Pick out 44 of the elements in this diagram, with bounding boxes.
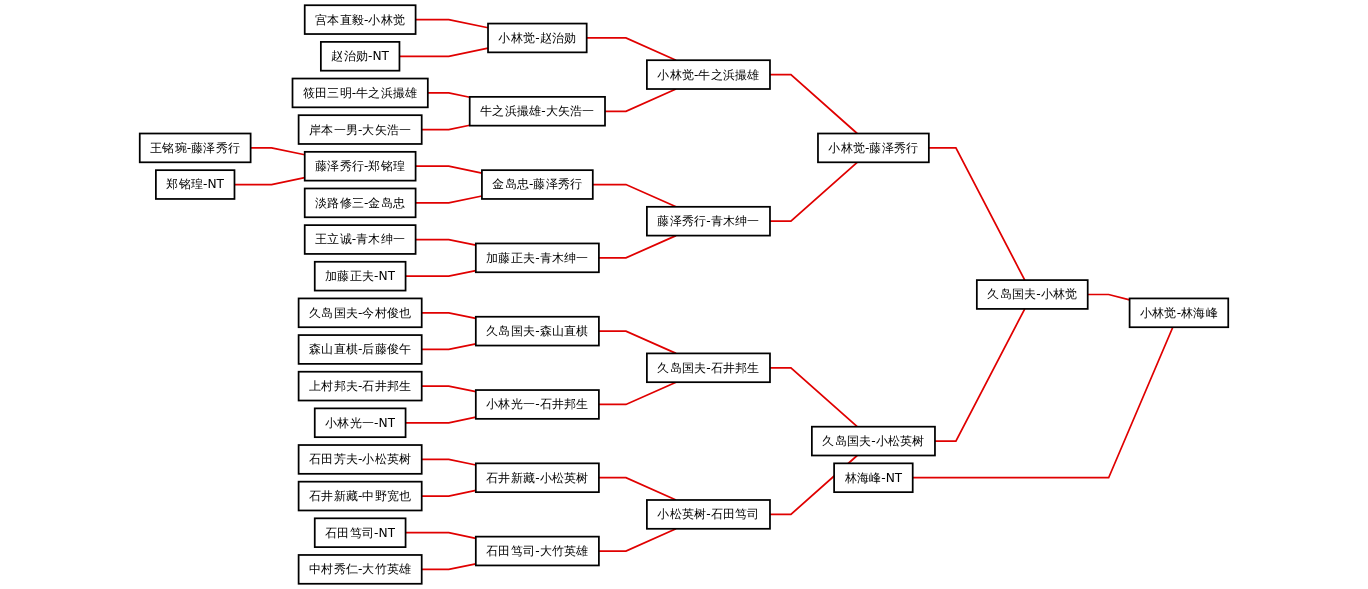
node-box: 石井新藏-小松英树 [474, 462, 600, 493]
node-box: 加藤正夫-青木绅一 [474, 242, 600, 274]
node-box: 郑铭瑝-NT [155, 169, 236, 200]
node-box: 岸本一男-大矢浩一 [297, 114, 423, 145]
node-box: 加藤正夫-NT [313, 260, 407, 292]
node-box: 筱田三明-牛之浜撮雄 [291, 77, 429, 109]
node-box: 小林光一-石井邦生 [474, 389, 600, 420]
node-box: 小松英树-石田笃司 [646, 499, 771, 530]
node-box: 石田芳夫-小松英树 [297, 444, 423, 475]
node-box: 中村秀仁-大竹英雄 [297, 554, 423, 585]
node-box: 久岛国夫-石井邦生 [646, 352, 771, 384]
connector [934, 308, 1026, 442]
node-box: 小林觉-林海峰 [1128, 297, 1230, 329]
node-box: 淡路修三-金岛忠 [303, 187, 417, 219]
node-box: 小林觉-藤泽秀行 [817, 132, 930, 164]
node-box: 藤泽秀行-郑铭瑝 [303, 150, 417, 182]
node-box: 小林觉-赵治勋 [487, 22, 588, 54]
connector [598, 330, 677, 355]
node-box: 宫本直毅-小林觉 [303, 4, 417, 35]
node-box: 久岛国夫-小林觉 [975, 279, 1089, 310]
connector [769, 73, 859, 135]
node-box: 石田笃司-NT [313, 517, 407, 548]
node-box: 藤泽秀行-青木绅一 [646, 205, 771, 237]
node-box: 石田笃司-大竹英雄 [474, 535, 600, 567]
connector [598, 381, 677, 406]
connector [598, 527, 677, 552]
node-box: 赵治勋-NT [320, 41, 401, 72]
connector [769, 161, 859, 223]
node-box: 久岛国夫-今村俊也 [297, 297, 423, 329]
node-box: 金岛忠-藤泽秀行 [481, 169, 594, 200]
node-box: 小林光一-NT [313, 407, 407, 439]
node-box: 王立诚-青木绅一 [303, 224, 417, 255]
node-box: 森山直棋-后藤俊午 [297, 334, 423, 365]
node-box: 林海峰-NT [833, 462, 914, 493]
node-box: 上村邦夫-石井邦生 [297, 370, 423, 402]
node-box: 久岛国夫-森山直棋 [474, 315, 600, 347]
node-box: 石井新藏-中野宽也 [297, 480, 423, 512]
node-box: 久岛国夫-小松英树 [811, 425, 936, 457]
connector [598, 476, 677, 501]
connector [598, 234, 677, 259]
node-box: 牛之浜撮雄-大矢浩一 [468, 96, 606, 127]
node-box: 小林觉-牛之浜撮雄 [646, 59, 771, 90]
node-box: 王铭琬-藤泽秀行 [138, 132, 252, 164]
connector [769, 366, 859, 428]
